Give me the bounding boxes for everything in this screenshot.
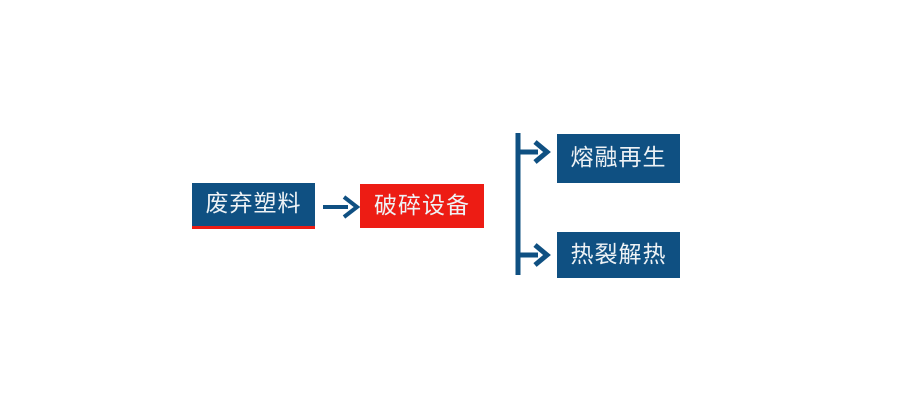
node-pyrolysis[interactable]: 热裂解热: [557, 232, 680, 278]
branch-upper-arrowhead-icon: [533, 140, 551, 164]
node-melt-regeneration[interactable]: 熔融再生: [557, 134, 680, 183]
node-melt-regeneration-label: 熔融再生: [570, 145, 667, 171]
arrow-main-svg: [323, 195, 361, 219]
node-waste-plastic-label: 废弃塑料: [205, 191, 302, 217]
node-crushing-equipment[interactable]: 破碎设备: [360, 184, 484, 228]
arrow-right-icon: [320, 190, 364, 224]
node-pyrolysis-label: 热裂解热: [570, 241, 667, 268]
node-crushing-equipment-label: 破碎设备: [374, 192, 470, 219]
branch-lower-arrowhead-icon: [533, 243, 551, 267]
node-waste-plastic[interactable]: 废弃塑料: [192, 183, 315, 229]
